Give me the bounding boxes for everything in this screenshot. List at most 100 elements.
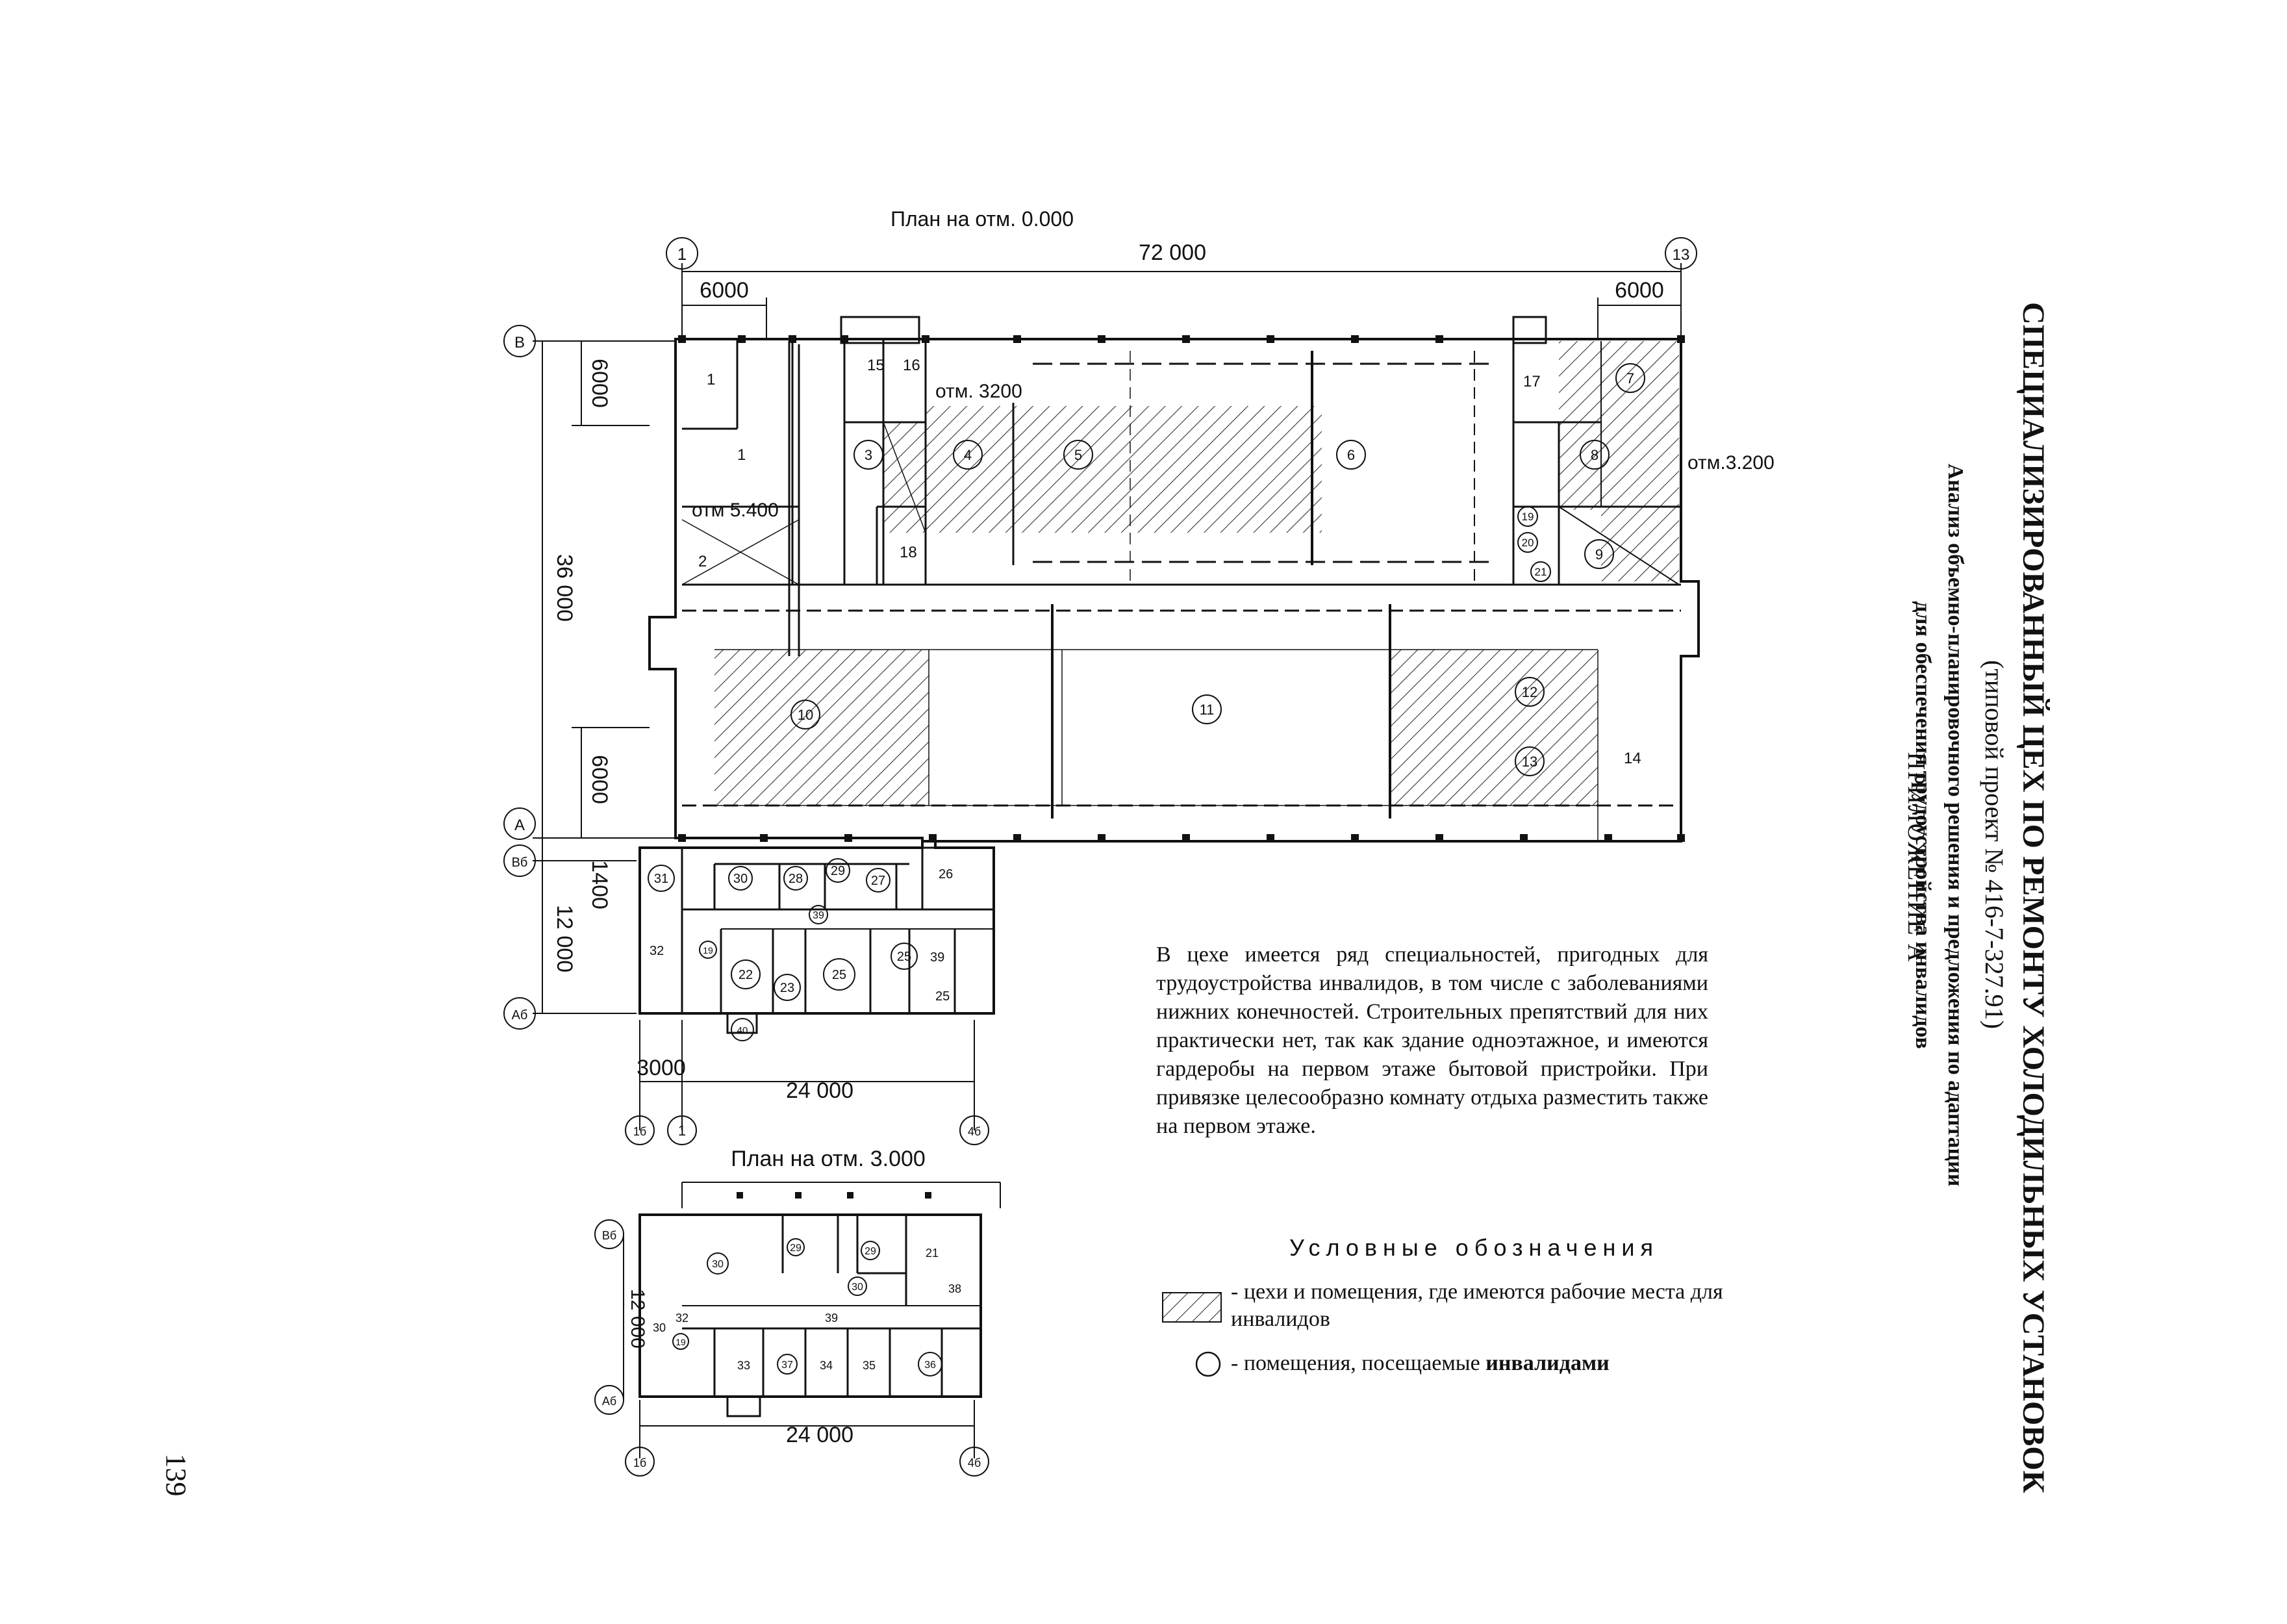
- level-3200: отм. 3200: [935, 381, 1022, 402]
- upper-floor-plan: План на отм. 3.000 30 29 29: [594, 1147, 1001, 1477]
- room-22: 22: [739, 968, 753, 982]
- up-room-36: 36: [924, 1360, 936, 1371]
- dim-left-bay: 6000: [700, 278, 749, 303]
- legend-hatch-swatch: [1162, 1292, 1222, 1323]
- up-dim-depth: 12 000: [627, 1289, 648, 1349]
- room-30: 30: [733, 872, 748, 886]
- room-21: 21: [1535, 566, 1547, 578]
- room-25b: 25: [897, 950, 911, 964]
- level-5400: отм 5.400: [692, 500, 779, 521]
- up-dim-width: 24 000: [786, 1423, 853, 1447]
- room-23: 23: [780, 981, 794, 995]
- up-axis-Bb: Вб: [602, 1229, 616, 1242]
- room-32: 32: [650, 944, 664, 958]
- room-28: 28: [789, 872, 803, 886]
- dim-depth: 36 000: [552, 554, 577, 622]
- up-room-30a: 30: [712, 1259, 724, 1270]
- dim-annex-width: 24 000: [786, 1078, 853, 1103]
- room-39-circled: 39: [813, 910, 824, 921]
- room-2: 2: [698, 553, 707, 570]
- dim-annex-small: 3000: [637, 1056, 686, 1080]
- room-9: 9: [1595, 546, 1603, 563]
- legend-circle-label-bold: инвалидами: [1485, 1351, 1610, 1375]
- room-15: 15: [867, 357, 885, 374]
- up-room-30: 30: [653, 1321, 666, 1334]
- hatched-work-areas: [714, 341, 1679, 806]
- room-7: 7: [1626, 370, 1634, 387]
- ground-floor-plan: План на отм. 0.000 72 000 6000 6000 1 13…: [503, 207, 1775, 1145]
- legend-circle-symbol: [1195, 1351, 1221, 1377]
- room-27: 27: [871, 874, 885, 888]
- level-3200b: отм.3.200: [1687, 452, 1775, 474]
- legend-hatch-label: - цехи и помещения, где имеются рабочие …: [1231, 1280, 1723, 1331]
- dim-right-bay: 6000: [1615, 278, 1664, 303]
- analysis-line-1: Анализ объемно-планировочного решения и …: [1943, 463, 1967, 1187]
- room-14: 14: [1624, 750, 1641, 767]
- axis-13: 13: [1673, 246, 1690, 264]
- room-16: 16: [903, 357, 920, 374]
- axis-4b: 4б: [968, 1125, 981, 1138]
- upper-plan-title: План на отм. 3.000: [731, 1147, 926, 1171]
- room-18: 18: [900, 544, 917, 561]
- up-room-19: 19: [676, 1337, 686, 1347]
- up-room-37: 37: [781, 1360, 793, 1371]
- up-room-38: 38: [948, 1282, 961, 1295]
- room-20b: 29: [831, 864, 845, 878]
- dim-annex-gap: 1400: [587, 860, 612, 909]
- dim-bottom-bay-v: 6000: [587, 755, 612, 804]
- axis-1b: 1б: [633, 1125, 646, 1138]
- room-25a: 25: [832, 968, 846, 982]
- axis-B: В: [514, 334, 525, 351]
- description-paragraph: В цехе имеется ряд специальностей, приго…: [1156, 943, 1708, 1138]
- up-room-35: 35: [863, 1359, 876, 1372]
- up-room-29a: 29: [790, 1243, 802, 1254]
- analysis-line-2: для обеспечения трудоустройства инвалидо…: [1911, 601, 1935, 1049]
- room-25c: 25: [935, 989, 950, 1004]
- room-1b: 1: [737, 446, 746, 464]
- legend-title: Условные обозначения: [1289, 1234, 1659, 1261]
- up-room-39: 39: [825, 1312, 838, 1325]
- room-6: 6: [1347, 447, 1355, 463]
- up-room-29b: 29: [865, 1246, 876, 1257]
- room-26: 26: [939, 867, 953, 882]
- room-19: 19: [1522, 511, 1534, 523]
- dim-top-bay-v: 6000: [587, 359, 612, 408]
- room-39: 39: [930, 950, 944, 965]
- room-12: 12: [1522, 684, 1537, 700]
- up-room-32: 32: [676, 1312, 689, 1325]
- up-room-30b: 30: [852, 1282, 863, 1293]
- axis-A: А: [514, 817, 525, 834]
- page-number: 139: [160, 1453, 192, 1497]
- room-13: 13: [1522, 754, 1537, 770]
- up-room-33: 33: [737, 1359, 750, 1372]
- room-4: 4: [964, 447, 972, 463]
- up-room-34: 34: [820, 1359, 833, 1372]
- room-1a: 1: [707, 371, 715, 388]
- up-axis-Ab: Аб: [602, 1395, 616, 1408]
- dim-annex-depth: 12 000: [552, 905, 577, 972]
- room-20: 20: [1522, 537, 1534, 549]
- axis-1: 1: [677, 244, 687, 264]
- room-31: 31: [654, 872, 668, 886]
- room-5: 5: [1074, 447, 1082, 463]
- dim-overall: 72 000: [1139, 240, 1206, 265]
- axis-Bb: Вб: [512, 856, 528, 870]
- document-subtitle: (типовой проект № 416-7-327.91): [1980, 660, 2009, 1029]
- document-title: СПЕЦИАЛИЗИРОВАННЫЙ ЦЕХ ПО РЕМОНТУ ХОЛОДИ…: [2016, 302, 2051, 1493]
- room-40: 40: [737, 1025, 748, 1036]
- room-8: 8: [1591, 447, 1598, 463]
- up-room-21: 21: [926, 1247, 939, 1260]
- axis-Ab: Аб: [512, 1008, 528, 1022]
- room-3: 3: [865, 447, 872, 463]
- ground-plan-title: План на отм. 0.000: [891, 207, 1074, 231]
- room-19-annex: 19: [703, 945, 713, 956]
- up-axis-1b: 1б: [633, 1456, 646, 1469]
- legend-circle-label: - помещения, посещаемые инвалидами: [1231, 1350, 1725, 1377]
- legend-circle-label-text: - помещения, посещаемые: [1231, 1351, 1486, 1375]
- room-17: 17: [1523, 373, 1541, 390]
- axis-1c: 1: [678, 1123, 686, 1139]
- up-axis-4b: 4б: [968, 1456, 981, 1469]
- room-11: 11: [1200, 702, 1215, 718]
- room-10: 10: [798, 707, 813, 723]
